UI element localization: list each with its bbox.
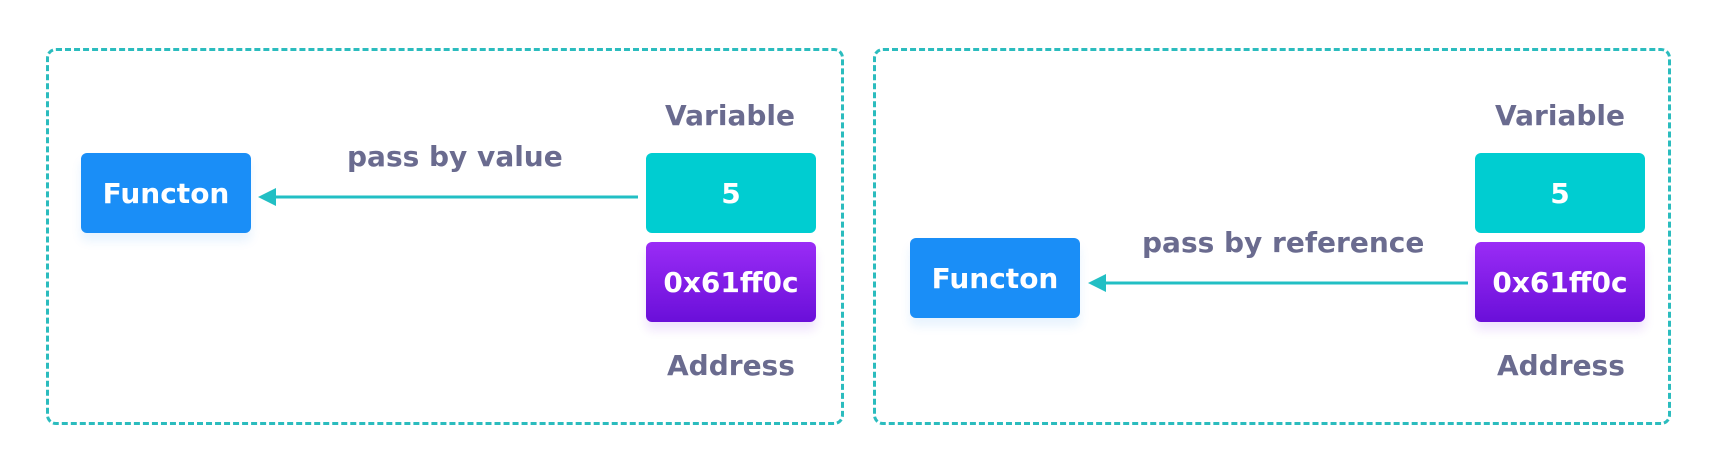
address-label: Address	[1497, 349, 1625, 382]
arrow-left-icon	[1088, 274, 1468, 292]
variable-label: Variable	[1495, 99, 1625, 132]
address-value-box: 0x61ff0c	[646, 242, 816, 322]
pass-by-reference-panel	[873, 48, 1671, 425]
function-box: Functon	[910, 238, 1080, 318]
pass-by-value-label: pass by value	[347, 140, 563, 173]
variable-value-box: 5	[646, 153, 816, 233]
pass-by-value-panel	[46, 48, 844, 425]
variable-value-box: 5	[1475, 153, 1645, 233]
pass-by-reference-label: pass by reference	[1142, 226, 1425, 259]
arrow-left-icon	[258, 188, 638, 206]
address-value-box: 0x61ff0c	[1475, 242, 1645, 322]
function-box: Functon	[81, 153, 251, 233]
variable-label: Variable	[665, 99, 795, 132]
address-label: Address	[667, 349, 795, 382]
